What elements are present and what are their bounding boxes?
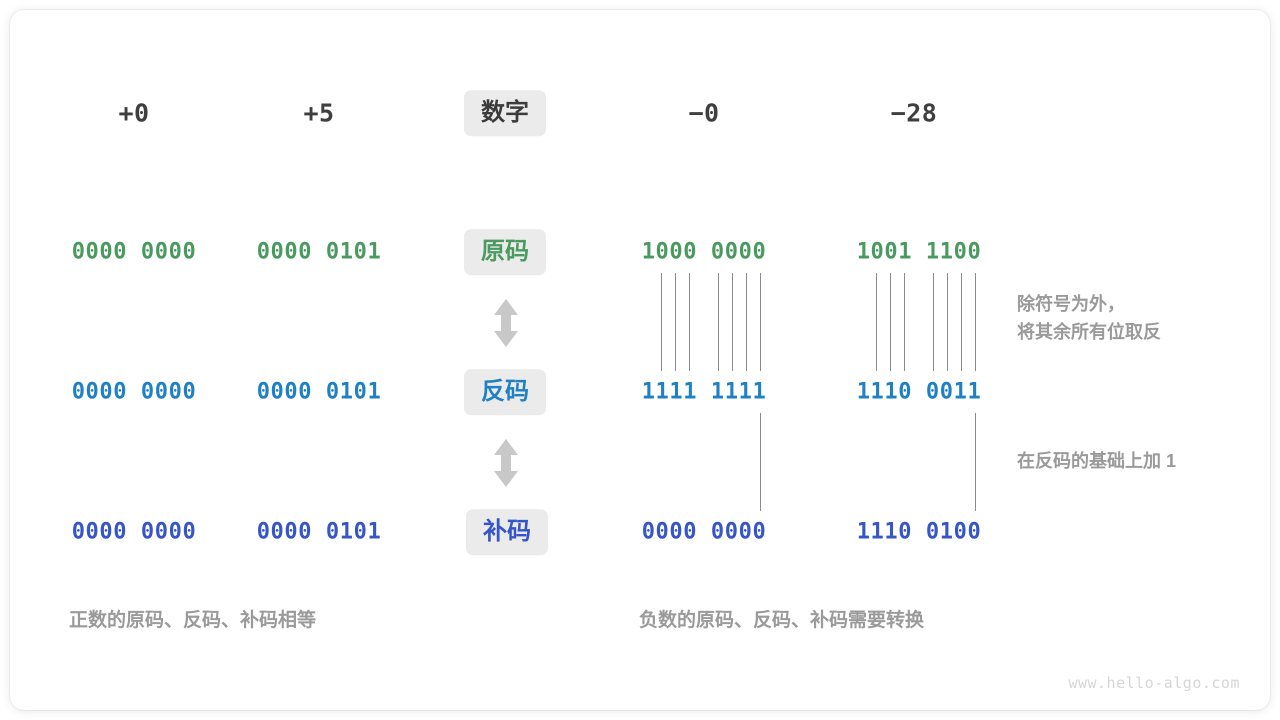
note-invert-bits: 除符号为外， 将其余所有位取反 bbox=[1017, 294, 1161, 342]
connector-tick bbox=[947, 273, 948, 371]
column-header-plus-0: +0 bbox=[118, 98, 150, 128]
connector-tick bbox=[675, 273, 676, 371]
connector-tick-carry bbox=[975, 413, 976, 511]
bits-ones-complement-minus-0: 1111 1111 bbox=[641, 379, 767, 405]
bits-sign-magnitude-minus-0: 1000 0000 bbox=[641, 239, 767, 265]
figure-card: +0 +5 −0 −28 数字 0000 0000 0000 0101 1000… bbox=[10, 10, 1270, 710]
bits-twos-complement-plus-0: 0000 0000 bbox=[71, 519, 197, 545]
row-label-sign-magnitude: 原码 bbox=[464, 229, 546, 275]
bits-twos-complement-minus-0: 0000 0000 bbox=[641, 519, 767, 545]
column-header-minus-0: −0 bbox=[688, 98, 720, 128]
connector-tick-carry bbox=[760, 413, 761, 511]
connector-tick bbox=[961, 273, 962, 371]
bits-ones-complement-plus-5: 0000 0101 bbox=[256, 379, 382, 405]
connector-tick bbox=[904, 273, 905, 371]
column-header-minus-28: −28 bbox=[890, 98, 938, 128]
bits-sign-magnitude-minus-28: 1001 1100 bbox=[856, 239, 982, 265]
connector-tick bbox=[890, 273, 891, 371]
arrow-sign-magnitude-to-ones-complement bbox=[489, 297, 523, 349]
bits-twos-complement-plus-5: 0000 0101 bbox=[256, 519, 382, 545]
connector-tick bbox=[718, 273, 719, 371]
connector-tick bbox=[876, 273, 877, 371]
row-label-number: 数字 bbox=[464, 90, 546, 136]
bits-ones-complement-minus-28: 1110 0011 bbox=[856, 379, 982, 405]
column-header-plus-5: +5 bbox=[303, 98, 335, 128]
bits-sign-magnitude-plus-5: 0000 0101 bbox=[256, 239, 382, 265]
caption-negative: 负数的原码、反码、补码需要转换 bbox=[639, 610, 925, 631]
connector-tick bbox=[732, 273, 733, 371]
connector-tick bbox=[760, 273, 761, 371]
arrow-ones-complement-to-twos-complement bbox=[489, 437, 523, 489]
connector-tick bbox=[975, 273, 976, 371]
bits-ones-complement-plus-0: 0000 0000 bbox=[71, 379, 197, 405]
connector-tick bbox=[933, 273, 934, 371]
connector-tick bbox=[746, 273, 747, 371]
connector-tick bbox=[689, 273, 690, 371]
bits-twos-complement-minus-28: 1110 0100 bbox=[856, 519, 982, 545]
caption-positive: 正数的原码、反码、补码相等 bbox=[69, 610, 317, 631]
connector-tick bbox=[661, 273, 662, 371]
row-label-twos-complement: 补码 bbox=[466, 509, 548, 555]
bits-sign-magnitude-plus-0: 0000 0000 bbox=[71, 239, 197, 265]
watermark: www.hello-algo.com bbox=[1068, 674, 1240, 692]
note-add-one: 在反码的基础上加 1 bbox=[1017, 451, 1177, 471]
row-label-ones-complement: 反码 bbox=[464, 369, 546, 415]
